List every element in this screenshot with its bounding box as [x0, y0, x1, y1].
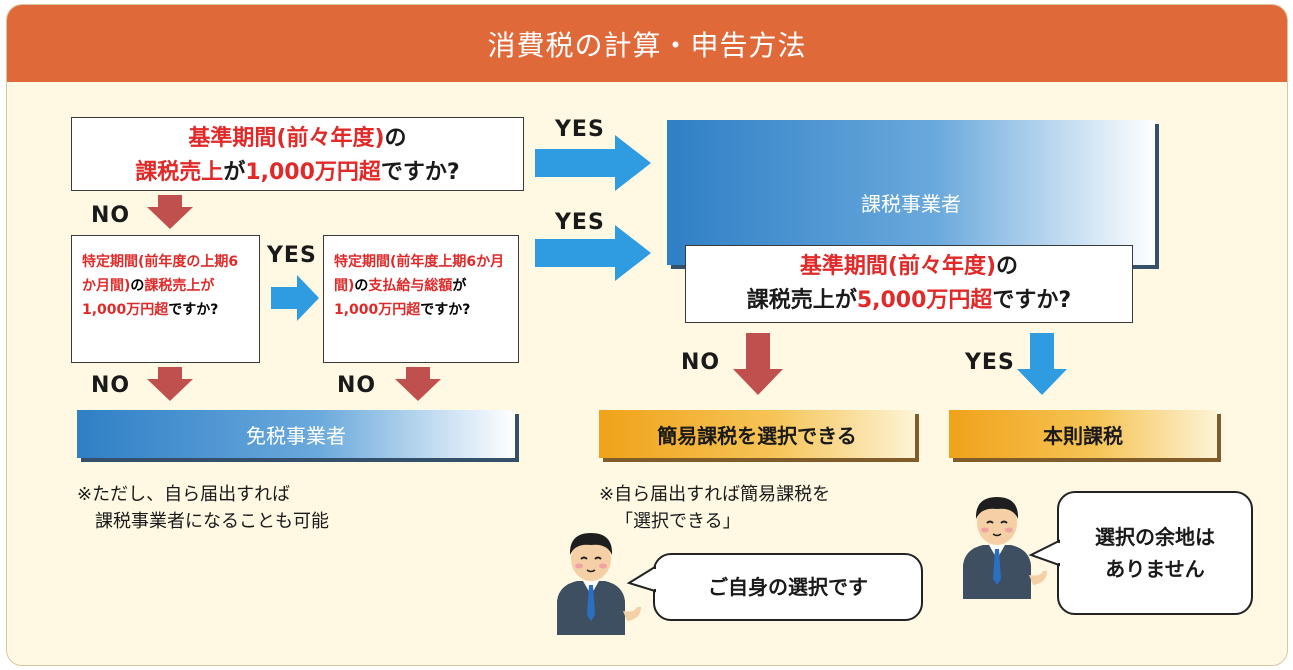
yes-label-q1: YES [555, 117, 605, 142]
speech-bubble-choice-tail [626, 565, 659, 593]
simplified-note-line1: ※自ら届出すれば簡易課税を [599, 484, 831, 505]
q4-red-threshold: 5,000万円超 [856, 288, 993, 313]
yes-label-q2: YES [267, 243, 317, 268]
yes-arrow-q4 [1017, 333, 1067, 395]
simplified-taxation-label: 簡易課税を選択できる [657, 423, 857, 448]
exempt-note-line2: 課税事業者になることも可能 [95, 511, 329, 532]
q3-connector: の [354, 278, 369, 294]
speech-bubble-no-choice-tail [1028, 539, 1063, 567]
no-arrow-q4 [733, 333, 783, 395]
no-arrow-q2 [147, 367, 193, 401]
general-taxation-panel: 本則課税 [949, 410, 1217, 458]
exempt-business-label: 免税事業者 [246, 423, 346, 448]
yes-arrow-q3 [535, 225, 651, 281]
q2-red-text: 特定期間(前年度の上期6か月間) [82, 254, 239, 294]
question-box-base-period-sales: 基準期間(前々年度)の 課税売上が1,000万円超ですか? [71, 117, 524, 191]
no-label-q2: NO [91, 373, 131, 398]
q3-suffix: ですか? [420, 302, 471, 318]
question-box-base-period-5000: 基準期間(前々年度)の 課税売上が5,000万円超ですか? [685, 245, 1133, 323]
q2-suffix: ですか? [168, 302, 219, 318]
q1-suffix: ですか? [380, 160, 460, 185]
simplified-note-line2: 「選択できる」 [615, 511, 741, 532]
simplified-taxation-panel: 簡易課税を選択できる [599, 410, 915, 458]
q1-red-threshold: 1,000万円超 [245, 160, 381, 185]
speech-bubble-no-choice: 選択の余地は ありません [1057, 491, 1253, 615]
yes-label-q3: YES [555, 210, 605, 235]
question-box-specified-period-sales: 特定期間(前年度の上期6か月間)の課税売上が1,000万円超ですか? [71, 235, 260, 363]
q3-connector-2: が [452, 278, 467, 294]
q1-red-text: 基準期間(前々年度) [188, 126, 385, 151]
no-arrow-q1 [147, 195, 193, 229]
q3-red-salary: 支払給与総額 [368, 278, 453, 294]
taxable-business-label: 課税事業者 [861, 192, 961, 216]
exempt-note: ※ただし、自ら届出すれば 課税事業者になることも可能 [77, 481, 329, 535]
speech-bubble-no-choice-line1: 選択の余地は [1095, 525, 1215, 549]
businessman-illustration-1 [557, 533, 641, 635]
no-label-q4: NO [681, 350, 721, 375]
q2-connector: の [130, 278, 145, 294]
yes-arrow-q1 [535, 135, 651, 191]
no-arrow-q3 [395, 367, 441, 401]
no-label-q1: NO [91, 203, 131, 228]
question-box-specified-period-salary: 特定期間(前年度上期6か月間)の支払給与総額が 1,000万円超ですか? [323, 235, 519, 363]
simplified-note: ※自ら届出すれば簡易課税を 「選択できる」 [599, 481, 830, 535]
exempt-business-panel: 免税事業者 [77, 410, 515, 458]
businessman-illustration-2 [963, 497, 1047, 599]
q1-red-sales: 課税売上 [135, 160, 224, 185]
speech-bubble-choice-text: ご自身の選択です [708, 575, 868, 599]
q1-connector-2: が [223, 160, 246, 185]
no-label-q3: NO [337, 373, 377, 398]
q4-connector: の [996, 254, 1019, 279]
q4-red-text: 基準期間(前々年度) [799, 254, 997, 279]
q3-red-threshold: 1,000万円超 [334, 302, 421, 318]
taxable-business-panel: 課税事業者 [667, 120, 1155, 265]
exempt-note-line1: ※ただし、自ら届出すれば [77, 484, 291, 505]
page-title: 消費税の計算・申告方法 [7, 5, 1287, 82]
yes-label-q4: YES [965, 350, 1015, 375]
q4-sales: 課税売上 [746, 288, 835, 313]
q1-connector: の [384, 126, 407, 151]
q4-suffix: ですか? [992, 288, 1072, 313]
diagram-frame: 消費税の計算・申告方法 基準期間(前々年度)の 課税売上が1,000万円超ですか… [6, 4, 1288, 666]
q3-red-text: 特定期間(前年度上期6か月間) [334, 254, 505, 294]
speech-bubble-no-choice-line2: ありません [1105, 557, 1205, 581]
q2-red-threshold: 課税売上が1,000万円超 [82, 278, 215, 318]
q4-connector-2: が [834, 288, 857, 313]
speech-bubble-choice: ご自身の選択です [653, 553, 923, 621]
general-taxation-label: 本則課税 [1043, 423, 1123, 448]
yes-arrow-q2 [271, 275, 319, 321]
